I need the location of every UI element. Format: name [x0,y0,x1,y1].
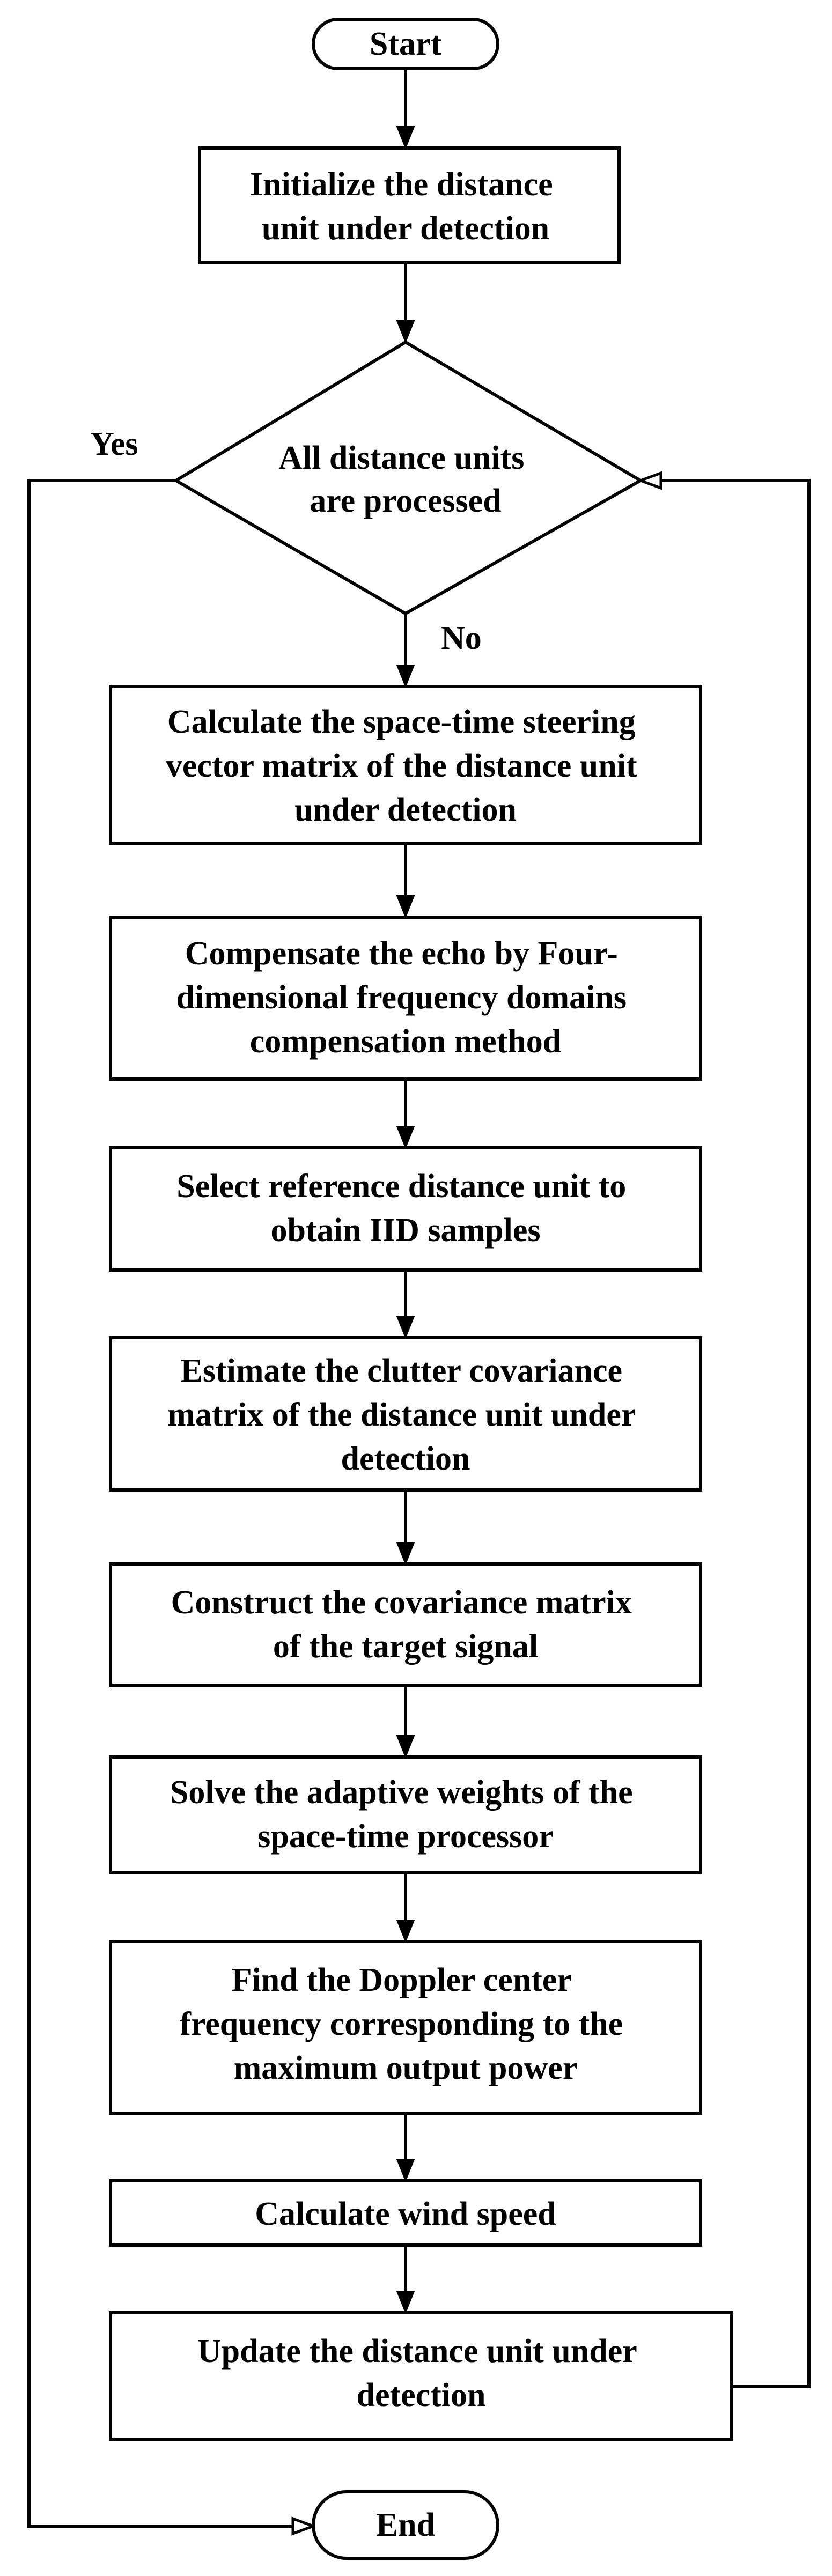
steering-line-1: Calculate the space-time steering [167,704,636,740]
select-ref-label: Select reference distance unit to obtain… [176,1168,634,1249]
arrowhead-select [396,1126,415,1149]
select-ref-line-1: Select reference distance unit to [176,1168,626,1205]
compensate-line-1: Compensate the echo by Four- [185,935,618,972]
compensate-line-2: dimensional frequency domains [176,979,627,1016]
arrowhead-construct [396,1542,415,1566]
steering-label: Calculate the space-time steering vector… [166,704,645,828]
steering-line-3: under detection [294,792,517,828]
solve-line-2: space-time processor [257,1818,554,1855]
estimate-label: Estimate the clutter covariance matrix o… [167,1353,644,1477]
arrowhead-init [396,126,415,150]
arrowhead-steering [396,665,415,688]
arrowhead-compensate [396,895,415,919]
node-find: Find the Doppler center frequency corres… [109,1940,702,2115]
arrowhead-decision [396,320,415,344]
wind-label: Calculate wind speed [255,2196,556,2232]
arrowhead-solve [396,1735,415,1759]
find-line-1: Find the Doppler center [232,1962,572,1998]
decision-diamond [173,340,644,616]
init-line-1: Initialize the distance [250,166,553,203]
node-construct: Construct the covariance matrix of the t… [109,1562,702,1687]
steering-line-2: vector matrix of the distance unit [166,748,637,784]
estimate-line-3: detection [341,1441,470,1477]
yes-label: Yes [90,426,138,462]
node-start: Start [312,18,499,70]
arrowhead-loop [636,471,662,490]
update-box [109,2311,733,2441]
compensate-label: Compensate the echo by Four- dimensional… [176,935,635,1060]
node-decision: All distance units are processed [173,340,644,616]
find-label: Find the Doppler center frequency corres… [180,1962,631,2086]
no-label: No [441,620,482,656]
find-box [109,1940,702,2115]
update-line-1: Update the distance unit under [197,2333,637,2370]
select-ref-box [109,1146,702,1272]
node-init: Initialize the distance unit under detec… [198,146,621,264]
edge-yes-end [27,479,293,2528]
init-box [198,146,621,264]
node-end: End [312,2490,499,2560]
wind-box [109,2179,702,2247]
node-steering: Calculate the space-time steering vector… [109,685,702,845]
node-compensate: Compensate the echo by Four- dimensional… [109,916,702,1081]
decision-line-1: All distance units [278,440,524,476]
estimate-line-1: Estimate the clutter covariance [180,1353,622,1389]
node-update: Update the distance unit under detection [109,2311,733,2441]
init-line-2: unit under detection [262,210,549,247]
find-line-3: maximum output power [234,2050,578,2086]
solve-label: Solve the adaptive weights of the space-… [170,1774,641,1855]
estimate-line-2: matrix of the distance unit under [167,1397,636,1433]
arrowhead-end [291,2516,318,2536]
arrowhead-wind [396,2159,415,2182]
node-wind: Calculate wind speed [109,2179,702,2247]
start-terminal [312,18,499,70]
construct-line-2: of the target signal [273,1628,538,1665]
select-ref-line-2: obtain IID samples [271,1212,541,1249]
construct-label: Construct the covariance matrix of the t… [171,1584,640,1665]
node-select-ref: Select reference distance unit to obtain… [109,1146,702,1272]
end-label: End [376,2507,435,2543]
update-line-2: detection [356,2377,485,2413]
connectors [27,69,811,2536]
compensate-line-3: compensation method [250,1023,561,1060]
solve-line-1: Solve the adaptive weights of the [170,1774,633,1811]
node-solve: Solve the adaptive weights of the space-… [109,1755,702,1874]
decision-label: All distance units are processed [278,440,533,519]
start-label: Start [370,26,442,62]
construct-box [109,1562,702,1687]
solve-box [109,1755,702,1874]
end-terminal [312,2490,499,2560]
arrowhead-find [396,1920,415,1943]
decision-line-2: are processed [310,483,502,519]
arrowhead-estimate [396,1316,415,1339]
node-estimate: Estimate the clutter covariance matrix o… [109,1336,702,1492]
compensate-box [109,916,702,1081]
edge-update-loop [661,479,811,2388]
estimate-box [109,1336,702,1492]
update-label: Update the distance unit under detection [197,2333,645,2413]
construct-line-1: Construct the covariance matrix [171,1584,632,1621]
find-line-2: frequency corresponding to the [180,2006,623,2042]
arrowhead-update [396,2291,415,2314]
steering-box [109,685,702,845]
init-label: Initialize the distance unit under detec… [250,166,561,247]
